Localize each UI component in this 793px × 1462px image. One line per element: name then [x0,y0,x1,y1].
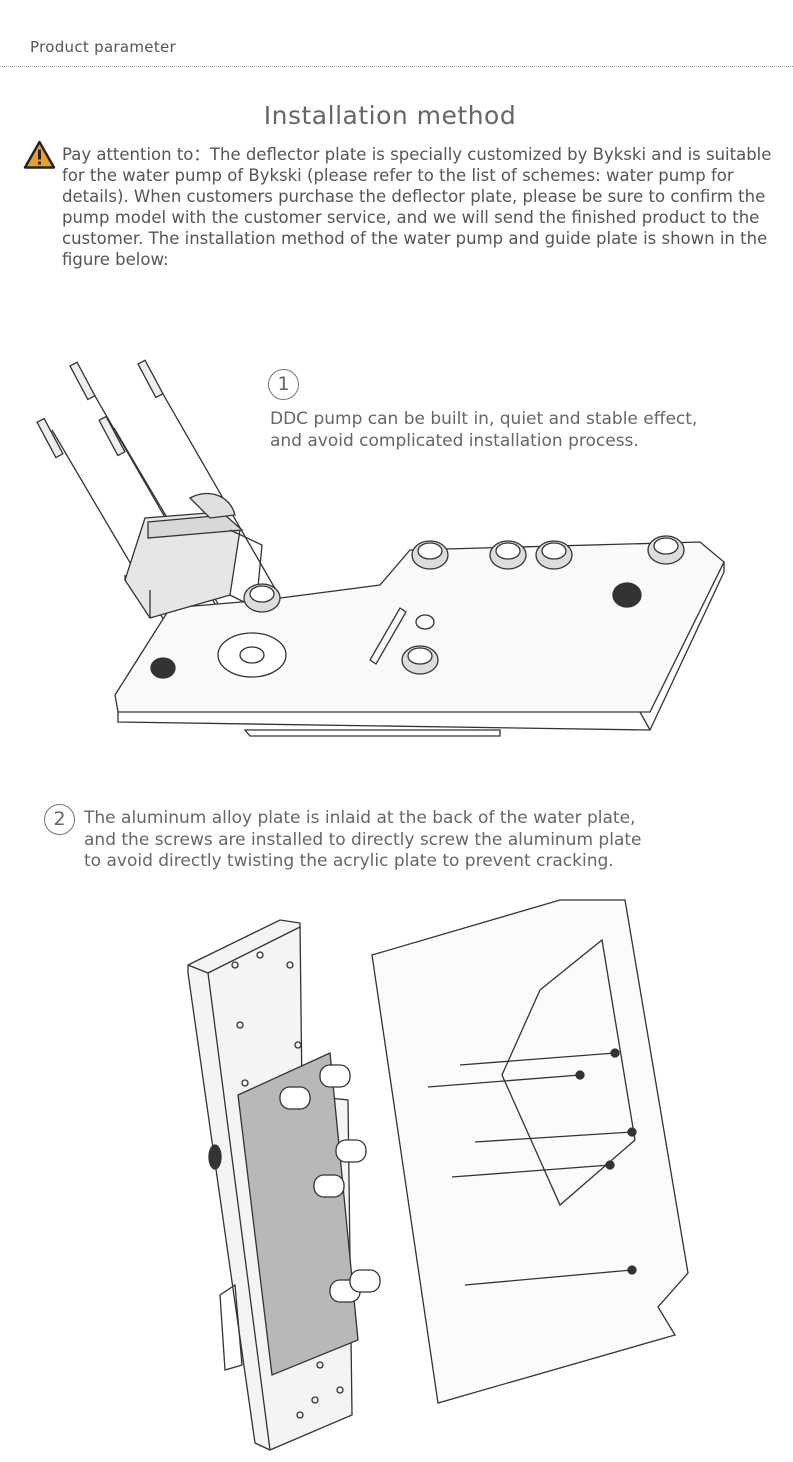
step-2-line: to avoid directly twisting the acrylic p… [84,851,614,871]
step-1-number: 1 [268,369,299,400]
step-2-line: The aluminum alloy plate is inlaid at th… [84,808,636,828]
step-1-line: DDC pump can be built in, quiet and stab… [270,409,698,429]
warning-icon [23,140,56,169]
pump-distribution-plate-diagram [36,359,725,737]
step-2-description: The aluminum alloy plate is inlaid at th… [84,808,684,873]
page-title: Installation method [263,101,517,130]
header-divider [0,66,793,67]
step-2-number: 2 [44,804,75,835]
aluminum-plate-exploded-diagram [187,899,689,1451]
step-2-line: and the screws are installed to directly… [84,829,642,850]
step-1-line: and avoid complicated installation proce… [270,431,639,451]
notice-text: Pay attention to：The deflector plate is … [62,145,772,269]
section-header: Product parameter [30,38,177,56]
step-1-description: DDC pump can be built in, quiet and stab… [270,408,730,452]
